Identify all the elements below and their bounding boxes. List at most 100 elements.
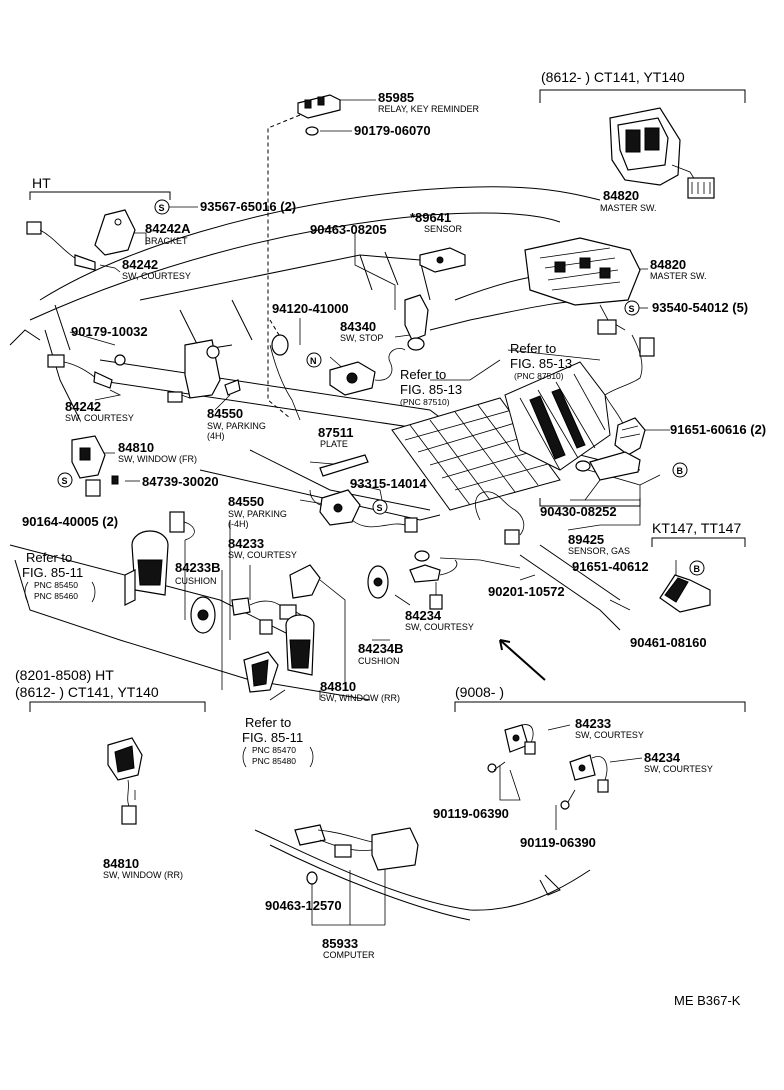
part-number: 90463-08205 (310, 222, 387, 237)
refer-figure: FIG. 85-11 (22, 565, 83, 580)
part-number: 90119-06390 (520, 835, 596, 850)
stop-switch-sketch (269, 294, 429, 421)
refer-pnc: PNC 85450 (34, 580, 78, 590)
window-switch-fr-sketch: S (57, 435, 119, 497)
parking-switch-4h-sketch (167, 339, 241, 403)
part-description: SENSOR (424, 224, 463, 234)
drive-note: (4H) (207, 431, 225, 441)
part-description: SW, COURTESY (65, 413, 134, 423)
symbol-markers: S S N S (154, 199, 640, 515)
b-symbol: B (694, 564, 701, 574)
part-number: 84739-30020 (142, 474, 219, 489)
part-description: SW, PARKING (228, 509, 287, 519)
part-description: SW, COURTESY (405, 622, 474, 632)
gas-sensor-sketch: B (575, 417, 688, 481)
part-description: SW, WINDOW (RR) (320, 693, 400, 703)
part-number: 93567-65016 (2) (200, 199, 296, 214)
part-number: 90164-40005 (2) (22, 514, 118, 529)
refer-figure: FIG. 85-11 (242, 730, 303, 745)
master-switch-top-sketch (609, 107, 715, 199)
part-number: 84233 (575, 716, 611, 731)
part-number: 90179-06070 (354, 123, 431, 138)
header-lower-right: (9008- ) (455, 684, 504, 700)
part-description: RELAY, KEY REMINDER (378, 104, 480, 114)
part-description: CUSHION (358, 656, 400, 666)
courtesy-switch-9008-sketch (487, 724, 609, 810)
part-number: 87511 (318, 425, 353, 440)
window-switch-cluster-sketch (124, 511, 195, 606)
window-switch-rr-sketch (243, 564, 321, 693)
part-description: COMPUTER (323, 950, 375, 960)
part-description: SW, WINDOW (FR) (118, 454, 197, 464)
part-description: SW, COURTESY (575, 730, 644, 740)
kt-bracket-sketch: B (659, 560, 711, 613)
part-number: 90179-10032 (71, 324, 148, 339)
part-description: MASTER SW. (600, 203, 657, 213)
part-number: 84233 (228, 536, 264, 551)
part-number: 85933 (322, 936, 358, 951)
s-symbol: S (159, 203, 165, 213)
part-number: 91651-40612 (572, 559, 649, 574)
part-description: SW, WINDOW (RR) (103, 870, 183, 880)
refer-pnc: PNC 85480 (252, 756, 296, 766)
group-brackets (29, 89, 746, 712)
part-number: 90201-10572 (488, 584, 565, 599)
s-symbol: S (377, 503, 383, 513)
part-number: 84242 (122, 257, 158, 272)
part-number: 84550 (228, 494, 264, 509)
part-number: 90119-06390 (433, 806, 509, 821)
refer-pnc: PNC 85460 (34, 591, 78, 601)
part-number: 84234B (358, 641, 404, 656)
relay-key-reminder-sketch (297, 94, 341, 136)
header-ht-left: HT (32, 175, 51, 191)
floor-mat-sketch (391, 361, 611, 545)
part-number: 84810 (103, 856, 139, 871)
part-number: 84234 (644, 750, 681, 765)
refer-label: Refer to (510, 341, 556, 356)
part-number: *89641 (410, 210, 451, 225)
part-number: 90463-12570 (265, 898, 342, 913)
part-number: 94120-41000 (272, 301, 349, 316)
part-number: 84810 (118, 440, 154, 455)
part-description: CUSHION (175, 576, 217, 586)
n-symbol: N (310, 356, 317, 366)
part-description: SENSOR, GAS (568, 546, 630, 556)
part-description: SW, COURTESY (228, 550, 297, 560)
part-number: 84340 (340, 319, 376, 334)
master-switch-mid-sketch (524, 237, 655, 429)
part-number: 90430-08252 (540, 504, 617, 519)
refer-labels: Refer to FIG. 85-13 (PNC 87510) Refer to… (22, 341, 572, 768)
part-labels: 85985 RELAY, KEY REMINDER 90179-06070 84… (22, 90, 766, 960)
diagram-code: ME B367-K (674, 993, 741, 1008)
gas-sensor-connector-sketch (409, 550, 458, 610)
header-lower-left-2: (8612- ) CT141, YT140 (15, 684, 159, 700)
part-description: SW, COURTESY (122, 271, 191, 281)
header-kt-right: KT147, TT147 (652, 520, 741, 536)
refer-label: Refer to (400, 367, 446, 382)
part-number: 84820 (603, 188, 639, 203)
s-symbol: S (62, 476, 68, 486)
dashboard-outline (9, 186, 641, 921)
refer-label: Refer to (245, 715, 291, 730)
part-description: SW, COURTESY (644, 764, 713, 774)
refer-pnc: (PNC 87510) (400, 397, 450, 407)
part-description: SW, PARKING (207, 421, 266, 431)
courtesy-switch-84234-sketch (367, 565, 389, 599)
b-symbol: B (677, 466, 684, 476)
part-number: 84810 (320, 679, 356, 694)
part-number: 84550 (207, 406, 243, 421)
refer-pnc: PNC 85470 (252, 745, 296, 755)
part-number: 84242A (145, 221, 191, 236)
s-symbol-circle (154, 199, 170, 215)
part-description: PLATE (320, 439, 348, 449)
part-number: 91651-60616 (2) (670, 422, 766, 437)
part-number: 93315-14014 (350, 476, 427, 491)
part-number: 84234 (405, 608, 442, 623)
refer-pnc: (PNC 87510) (514, 371, 564, 381)
direction-arrow (499, 639, 546, 681)
part-number: 89425 (568, 532, 604, 547)
courtesy-switch-left-sketch (47, 354, 126, 389)
part-number: 84233B (175, 560, 221, 575)
part-number: 85985 (378, 90, 414, 105)
